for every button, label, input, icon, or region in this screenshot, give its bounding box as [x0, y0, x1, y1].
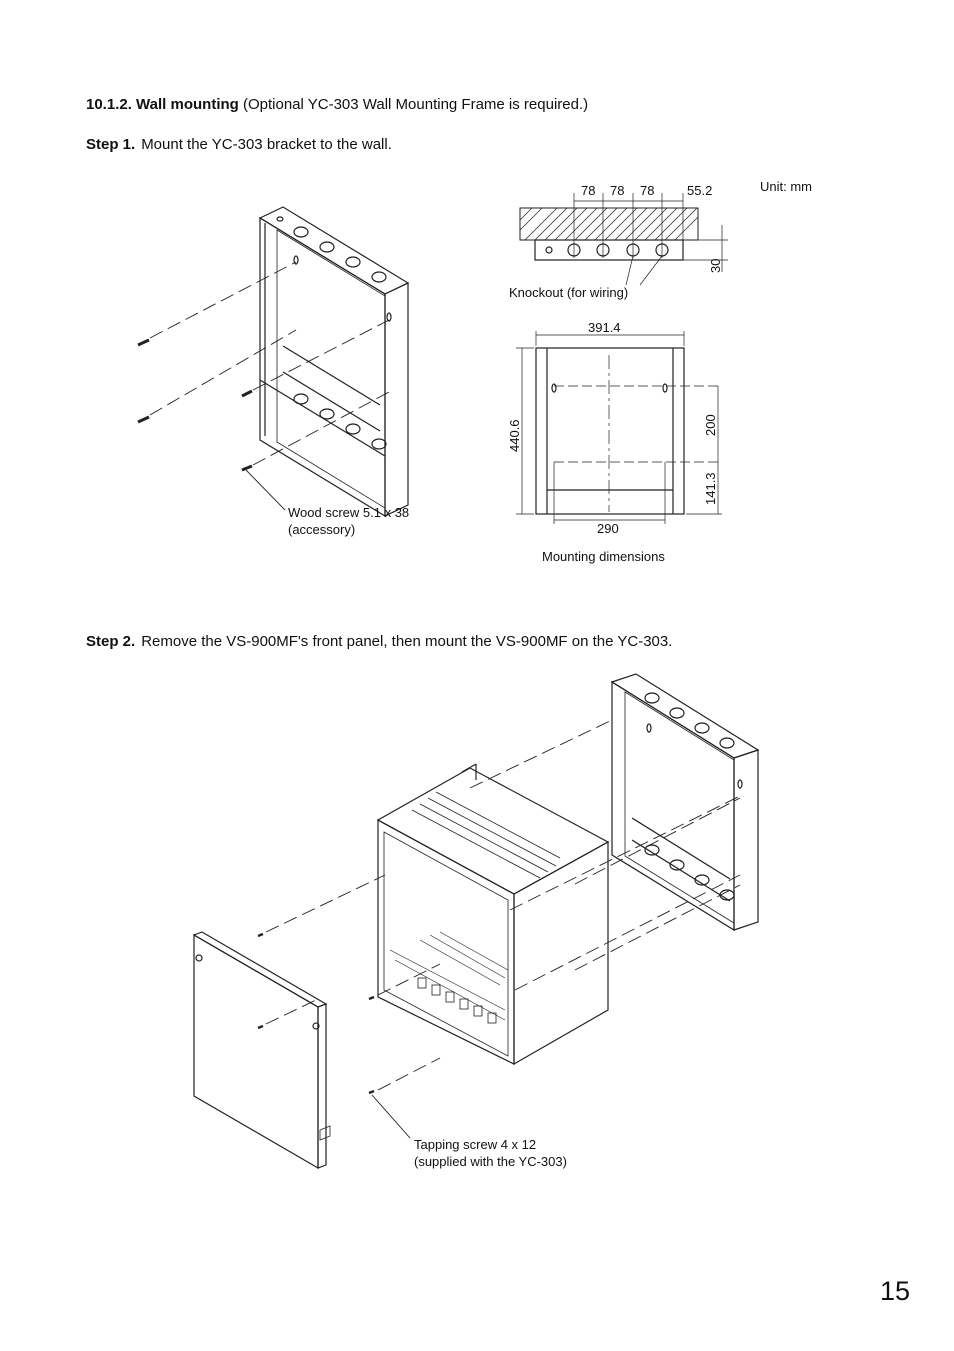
step-2-text: Remove the VS-900MF's front panel, then …: [141, 633, 673, 650]
wood-screw-label: Wood screw 5.1 x 38 (accessory): [288, 504, 409, 538]
section-number: 10.1.2.: [86, 96, 132, 113]
wood-screw-line-2: (accessory): [288, 522, 356, 537]
front-panel-drawing: [192, 931, 331, 1170]
mounting-dimensions-view: [516, 331, 722, 524]
section-note: (Optional YC-303 Wall Mounting Frame is …: [242, 96, 589, 113]
page-number: 15: [879, 1276, 910, 1306]
dim-78-b: 78: [610, 183, 624, 198]
dim-141-3: 141.3: [703, 472, 718, 505]
vs900mf-unit-drawing: [376, 763, 610, 1066]
step-1: Step 1. Mount the YC-303 bracket to the w…: [86, 136, 392, 153]
tapping-screw-line-1: Tapping screw 4 x 12: [414, 1137, 537, 1152]
tapping-screw-label: Tapping screw 4 x 12 (supplied with the …: [414, 1136, 567, 1170]
yc303-bracket-drawing-2: [610, 673, 760, 932]
wood-screw-icons: [137, 338, 253, 472]
dim-78-a: 78: [581, 183, 595, 198]
dim-200: 200: [703, 414, 718, 436]
dim-30: 30: [708, 259, 723, 273]
yc303-bracket-drawing: [258, 206, 410, 518]
figure-2-diagram: [192, 673, 760, 1170]
step-1-label: Step 1.: [86, 136, 136, 153]
figure-1-diagram: 78 78 78 55.2 Unit: mm 30 Knockout (for …: [137, 179, 812, 564]
step-2: Step 2. Remove the VS-900MF's front panel…: [86, 633, 672, 650]
knockout-section-view: [519, 193, 728, 286]
dim-78-c: 78: [640, 183, 654, 198]
dim-55-2: 55.2: [687, 183, 712, 198]
tapping-screw-icons: [257, 932, 375, 1095]
wood-screw-line-1: Wood screw 5.1 x 38: [288, 505, 410, 520]
step-2-label: Step 2.: [86, 633, 136, 650]
dim-440-6: 440.6: [507, 419, 522, 452]
dim-391-4: 391.4: [588, 320, 621, 335]
section-heading: 10.1.2. Wall mounting (Optional YC-303 W…: [86, 96, 588, 113]
knockout-label: Knockout (for wiring): [509, 285, 628, 300]
unit-label: Unit: mm: [760, 179, 812, 194]
dim-290: 290: [597, 521, 619, 536]
step-1-text: Mount the YC-303 bracket to the wall.: [141, 136, 392, 153]
section-title: Wall mounting: [136, 96, 239, 113]
tapping-screw-line-2: (supplied with the YC-303): [414, 1154, 567, 1169]
mounting-dimensions-label: Mounting dimensions: [542, 549, 665, 564]
